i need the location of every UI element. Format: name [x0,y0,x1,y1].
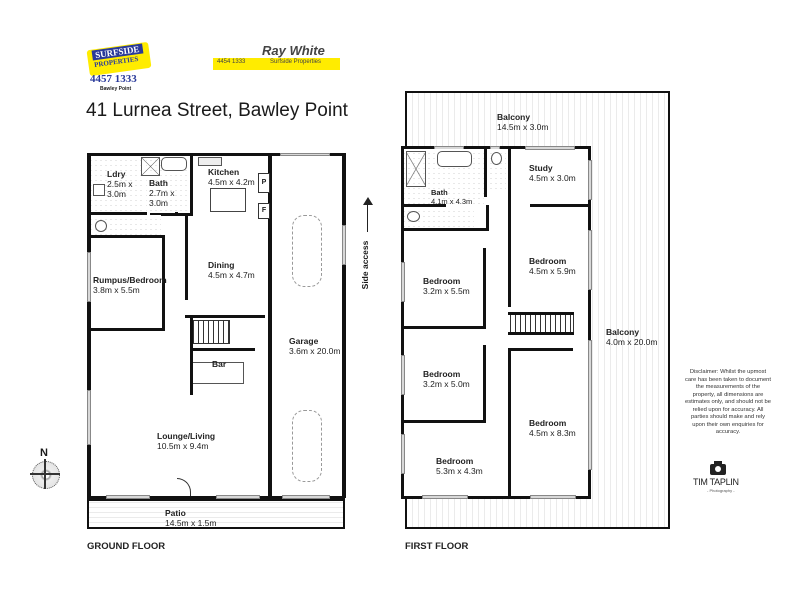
pantry-box: P [258,173,270,193]
laundry-sink-icon [93,184,105,196]
side-access-arrow [367,202,368,232]
toilet-icon [95,220,107,232]
ray-white-office: Surfside Properties [270,59,322,65]
photographer-sub: - Photography - [707,488,735,493]
bathtub-icon [437,151,472,167]
car-icon [292,410,322,482]
ray-white-phone: 4454 1333 [217,59,246,65]
kitchen-island [210,188,246,212]
car-icon [292,215,322,287]
stairs-ground [193,320,230,344]
toilet-icon [407,211,420,222]
bathtub-icon [161,157,187,171]
ground-floor-label: GROUND FLOOR [87,541,166,552]
stove-icon [198,157,222,166]
first-floor-label: FIRST FLOOR [405,541,469,552]
room-bar: Bar [212,359,227,369]
ray-white-contact-bar: 4454 1333 Surfside Properties [213,58,340,70]
compass: N [30,447,60,492]
camera-icon [710,461,726,475]
disclaimer-text: Disclaimer: Whilst the upmost care has b… [684,369,772,435]
stairs-first [510,314,574,334]
toilet-icon [491,152,502,165]
shower-icon [141,157,160,176]
shower-icon [406,151,426,187]
patio-area [87,499,345,529]
fridge-box: F [258,203,270,219]
property-address: 41 Lurnea Street, Bawley Point [86,100,348,121]
surfside-logo: SURFSIDE PROPERTIES 4457 1333 Bawley Poi… [86,41,152,94]
bar-counter [193,362,244,384]
photographer-name: TIM TAPLIN [693,477,739,487]
compass-rose-icon [32,461,60,489]
ray-white-brand: Ray White [262,43,325,58]
north-label: N [40,447,48,459]
